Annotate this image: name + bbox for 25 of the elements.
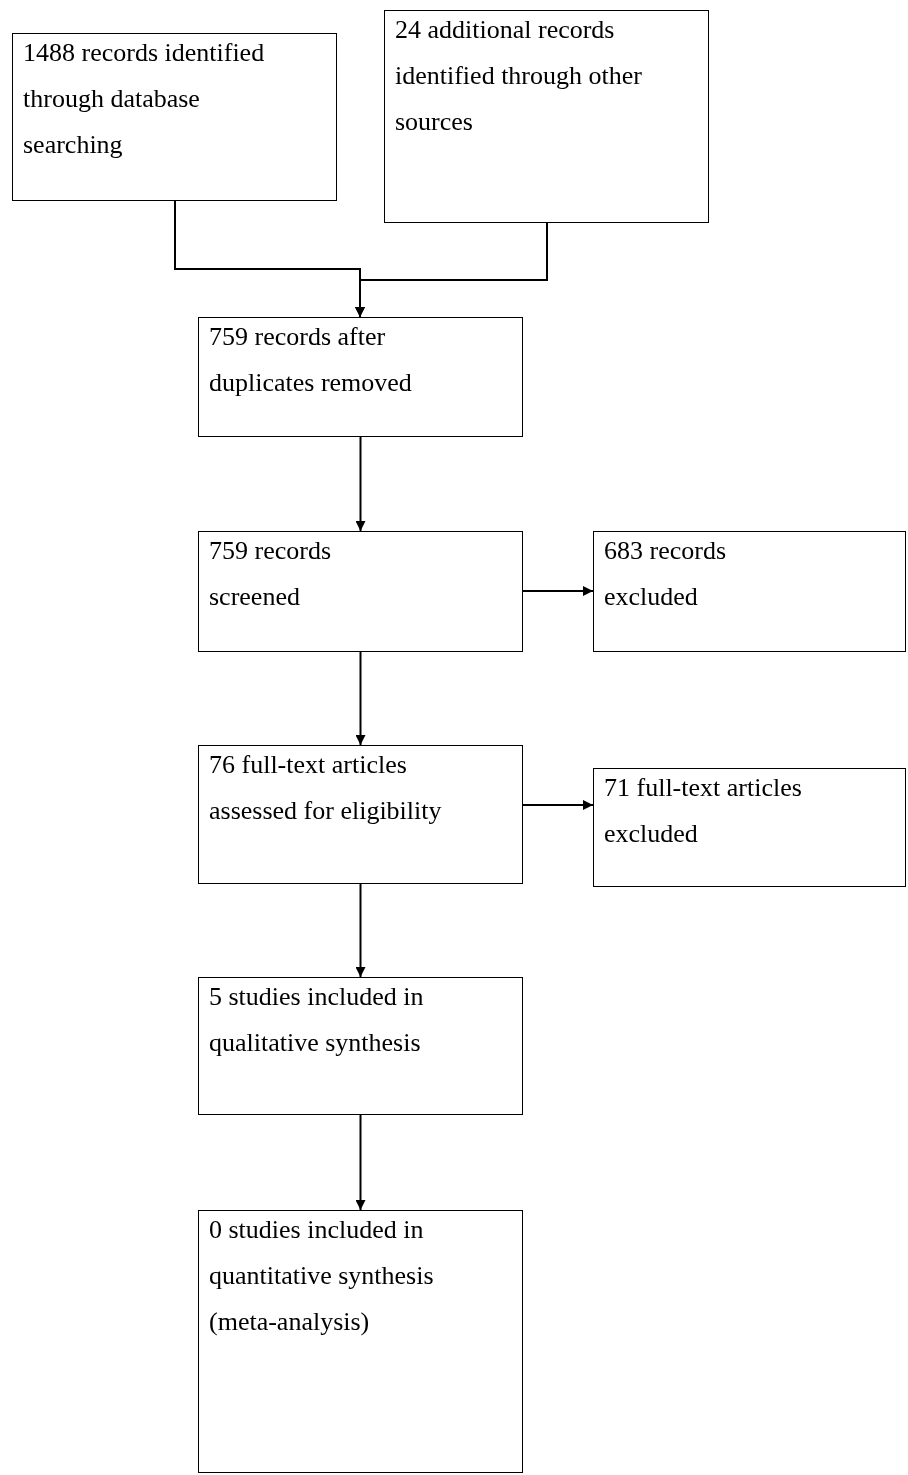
process-box bbox=[384, 10, 709, 223]
box-text: 1488 records identified through database searching bbox=[23, 37, 266, 161]
box-text: 71 full-text articles excluded bbox=[604, 772, 803, 850]
box-text: 5 studies included in qualitative synthesis bbox=[209, 981, 425, 1059]
arrow bbox=[355, 1114, 366, 1211]
box-text: 759 records after duplicates removed bbox=[209, 321, 413, 399]
box-text: 24 additional records identified through other sources bbox=[395, 14, 643, 138]
arrow bbox=[355, 222, 548, 318]
process-box bbox=[593, 768, 906, 887]
process-box bbox=[593, 531, 906, 652]
process-box bbox=[198, 745, 523, 884]
arrow bbox=[522, 800, 594, 810]
box-text: 0 studies included in quantitative synthesis (meta-analysis) bbox=[209, 1214, 435, 1338]
box-text: 76 full-text articles assessed for eligibility bbox=[209, 749, 443, 827]
arrow bbox=[355, 883, 366, 978]
process-box bbox=[198, 531, 523, 652]
process-box bbox=[198, 317, 523, 437]
arrow bbox=[355, 436, 366, 532]
box-text: 759 records screened bbox=[209, 535, 332, 613]
box-text: 683 records excluded bbox=[604, 535, 727, 613]
process-box bbox=[198, 977, 523, 1115]
arrow bbox=[522, 586, 594, 596]
process-box bbox=[198, 1210, 523, 1473]
arrow bbox=[355, 651, 366, 746]
process-box bbox=[12, 33, 337, 201]
